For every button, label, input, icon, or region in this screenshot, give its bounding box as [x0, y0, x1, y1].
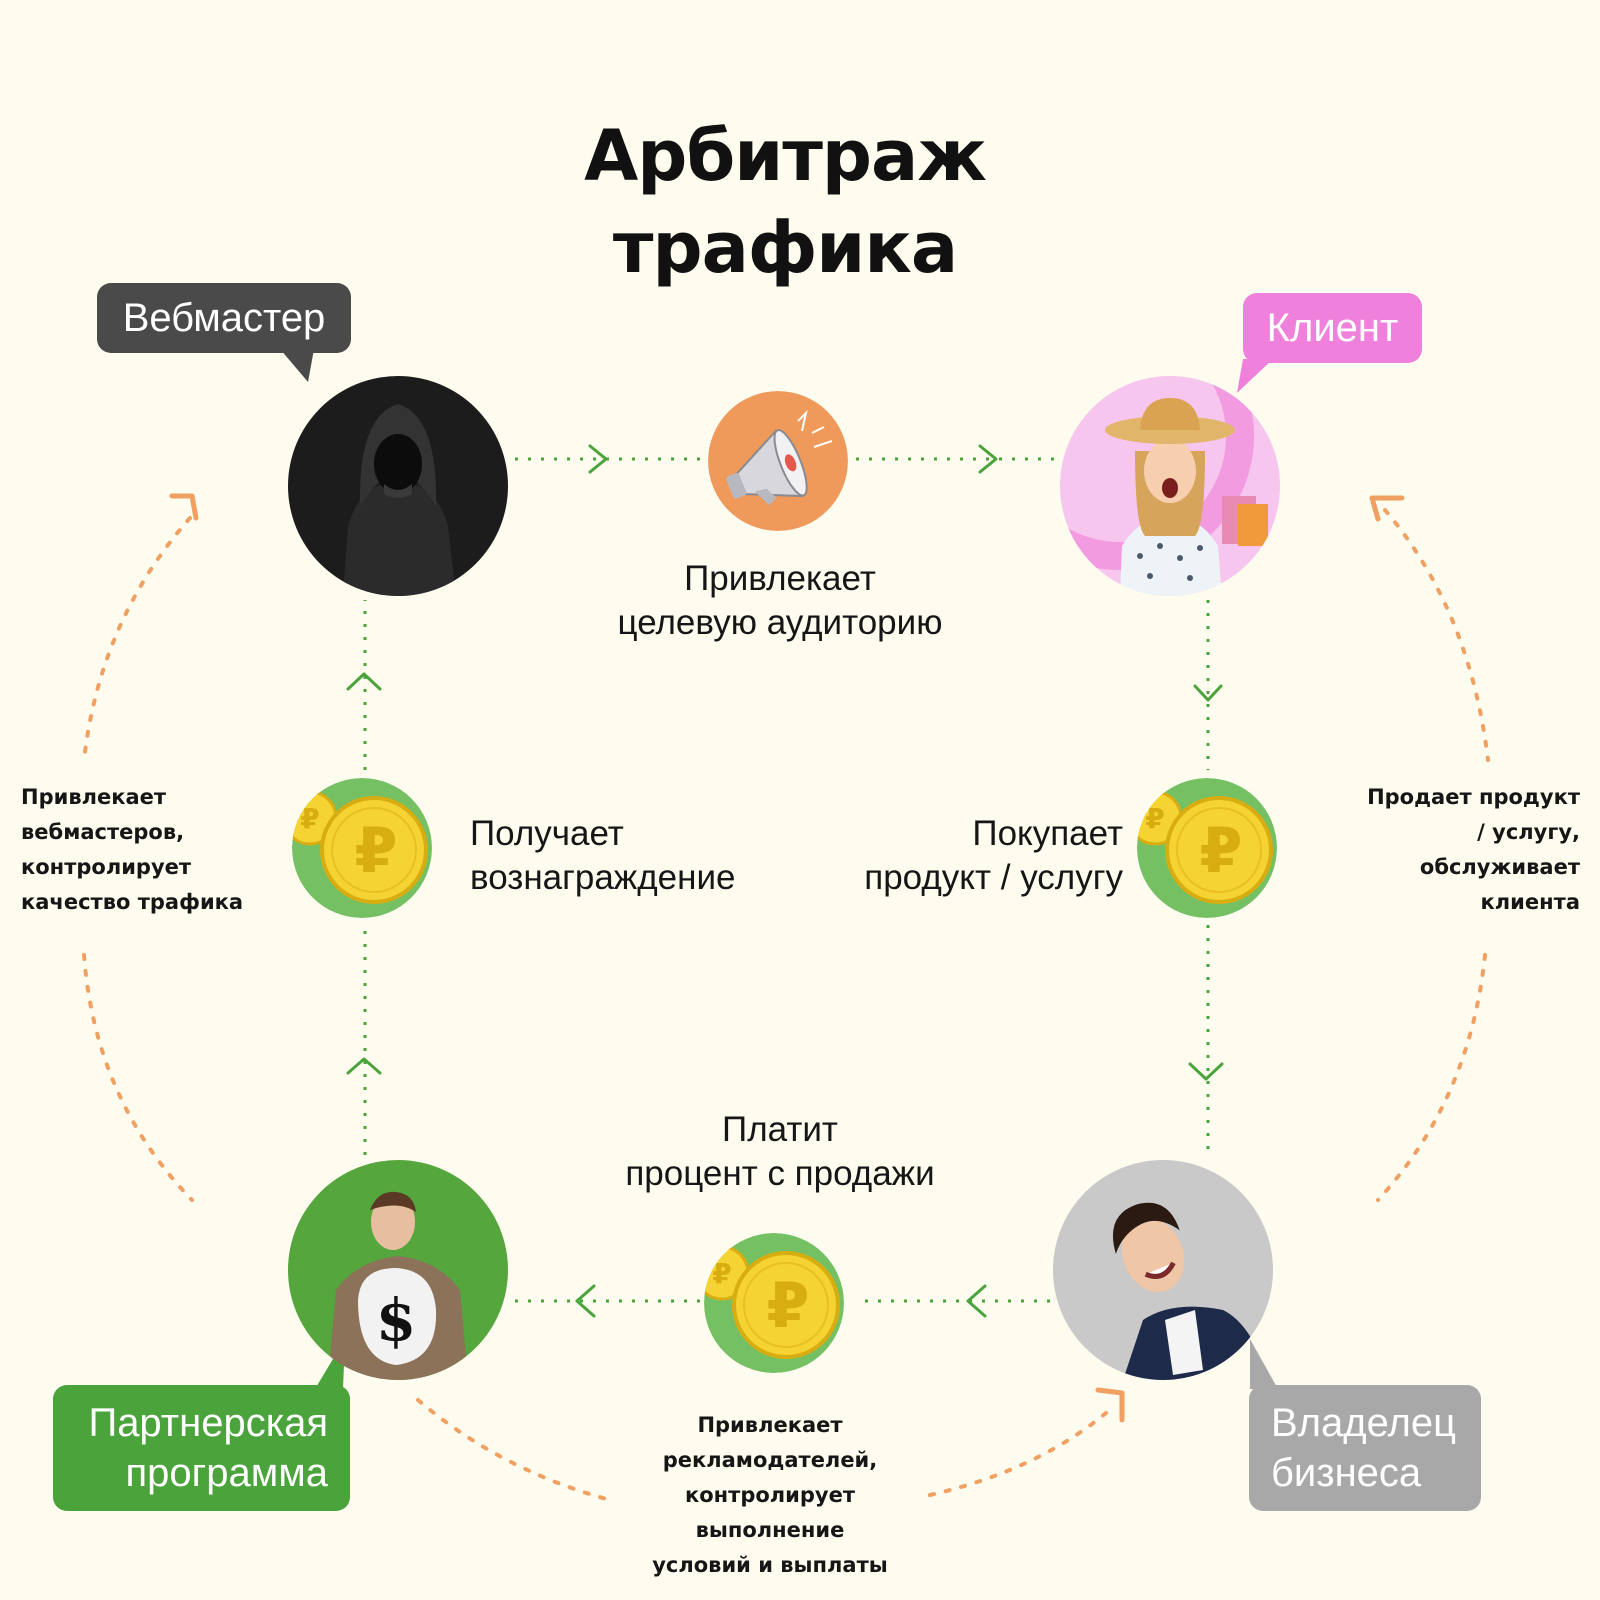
- webmaster-label: Вебмастер: [122, 296, 326, 340]
- receives-reward-label: Получает вознаграждение: [470, 812, 790, 900]
- attracts-audience-label: Привлекает целевую аудиторию: [580, 557, 980, 645]
- owner-role-note: Продает продукт / услугу, обслуживает кл…: [1305, 780, 1580, 920]
- partner-label-line-1: Партнерская: [88, 1401, 328, 1445]
- label-line: вознаграждение: [470, 858, 736, 897]
- svg-text:₽: ₽: [300, 802, 319, 835]
- label-line: Покупает: [972, 814, 1123, 853]
- note-line: Привлекает: [21, 785, 167, 809]
- webmaster-bubble: Вебмастер: [97, 283, 351, 382]
- orbit-arc-top-left: [82, 516, 192, 762]
- partner-bubble: Партнерская программа: [53, 1339, 350, 1511]
- client-bubble: Клиент: [1237, 293, 1422, 393]
- note-line: контролирует: [21, 855, 192, 879]
- note-line: клиента: [1480, 890, 1580, 914]
- note-line: условий и выплаты: [652, 1553, 888, 1577]
- page-title: Арбитраж трафика: [540, 110, 1030, 294]
- arrow-head-icon: [169, 493, 199, 521]
- orbit-arc-bottom-right-low: [928, 1406, 1114, 1497]
- label-line: продукт / услугу: [864, 858, 1123, 897]
- chevron-right-icon: [588, 444, 608, 474]
- note-line: вебмастеров,: [21, 820, 185, 844]
- owner-label-line-1: Владелец: [1271, 1401, 1457, 1445]
- owner-label-line-2: бизнеса: [1271, 1451, 1422, 1495]
- orange-orbit-arcs: [82, 508, 1490, 1502]
- orbit-arc-bottom-right: [1376, 953, 1487, 1202]
- note-line: Привлекает: [697, 1413, 843, 1437]
- svg-text:₽: ₽: [354, 814, 397, 887]
- chevron-left-icon: [575, 1284, 596, 1318]
- green-chevrons: [346, 444, 1224, 1318]
- ruble-coin-icon: ₽ ₽: [292, 778, 432, 918]
- label-line: Платит: [722, 1110, 838, 1149]
- label-line: целевую аудиторию: [617, 603, 943, 642]
- ruble-coin-icon: ₽ ₽: [704, 1233, 844, 1373]
- owner-bubble: Владелец бизнеса: [1249, 1339, 1481, 1511]
- label-line: Получает: [470, 814, 624, 853]
- chevron-up-icon: [346, 672, 382, 691]
- bubble-tail: [1237, 359, 1273, 393]
- orbit-arc-top-right: [1383, 508, 1490, 762]
- buys-product-label: Покупает продукт / услугу: [820, 812, 1123, 900]
- note-line: обслуживает: [1419, 855, 1580, 879]
- title-line-2: трафика: [612, 207, 958, 289]
- orange-arrowheads: [169, 493, 1405, 1423]
- note-line: рекламодателей,: [662, 1448, 878, 1472]
- bubble-tail: [280, 349, 314, 382]
- arrow-head-icon: [1095, 1387, 1125, 1423]
- orbit-arc-bottom-left: [82, 953, 194, 1202]
- svg-text:₽: ₽: [1145, 802, 1164, 835]
- partner-avatar: $: [288, 1160, 508, 1380]
- partner-advertiser-note: Привлекает рекламодателей, контролирует …: [620, 1408, 920, 1583]
- svg-text:₽: ₽: [712, 1257, 731, 1290]
- label-line: процент с продажи: [625, 1154, 935, 1193]
- note-line: Продает продукт: [1367, 785, 1580, 809]
- chevron-up-icon: [346, 1057, 382, 1075]
- client-avatar: [1060, 376, 1280, 596]
- chevron-down-icon: [1188, 1062, 1224, 1081]
- owner-avatar: [1053, 1160, 1273, 1380]
- orbit-arc-bottom-left-low: [416, 1398, 612, 1502]
- note-line: / услугу,: [1477, 820, 1580, 844]
- arrow-head-icon: [1369, 495, 1405, 522]
- pays-percent-label: Платит процент с продажи: [580, 1108, 980, 1196]
- bubble-tail: [1250, 1339, 1278, 1389]
- client-label: Клиент: [1266, 306, 1399, 350]
- svg-text:₽: ₽: [1199, 814, 1242, 887]
- svg-text:$: $: [376, 1286, 416, 1354]
- chevron-left-icon: [966, 1284, 987, 1318]
- note-line: выполнение: [695, 1518, 845, 1542]
- chevron-down-icon: [1193, 684, 1223, 702]
- note-line: качество трафика: [21, 890, 244, 914]
- megaphone-icon: [708, 391, 848, 531]
- svg-text:₽: ₽: [766, 1269, 809, 1342]
- chevron-right-icon: [978, 444, 998, 474]
- partner-label-line-2: программа: [125, 1451, 328, 1495]
- ruble-coin-icon: ₽ ₽: [1137, 778, 1277, 918]
- partner-role-note: Привлекает вебмастеров, контролирует кач…: [21, 780, 281, 920]
- note-line: контролирует: [684, 1483, 856, 1507]
- label-line: Привлекает: [684, 559, 876, 598]
- webmaster-avatar: [288, 376, 508, 596]
- title-line-1: Арбитраж: [584, 115, 987, 197]
